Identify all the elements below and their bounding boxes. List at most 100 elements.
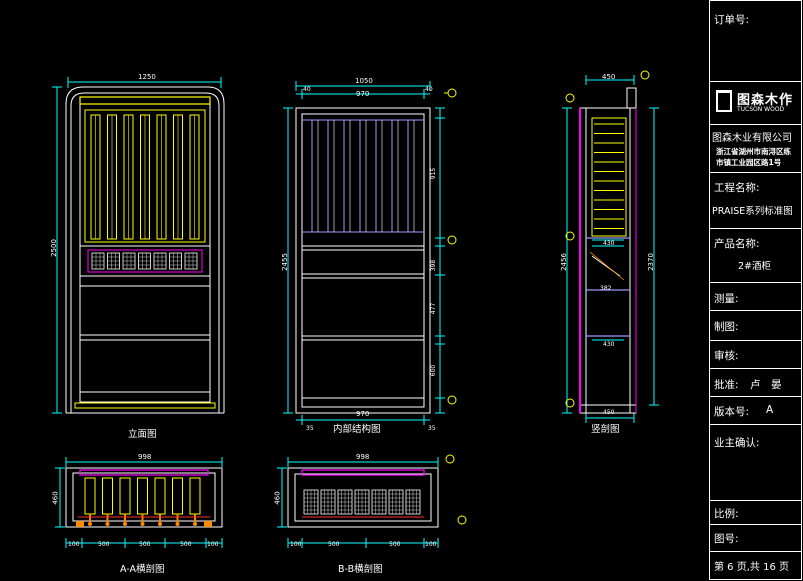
page-info: 第 6 页,共 16 页 xyxy=(714,562,789,573)
elevation-view xyxy=(52,77,225,414)
elevation-dimensions xyxy=(52,77,222,414)
aa-section-view xyxy=(55,457,223,548)
bb-lattice-panel xyxy=(354,489,370,515)
dim-int-side-r: 40 xyxy=(425,86,433,93)
aa-view-label: A-A横剖图 xyxy=(120,564,165,575)
internal-dimensions xyxy=(283,81,445,425)
dim-aa-b2: 500 xyxy=(98,541,110,548)
dim-bb-b4: 100 xyxy=(425,541,437,548)
scale-label: 比例: xyxy=(714,508,739,520)
elevation-rack-frame xyxy=(84,109,206,243)
dim-aa-height: 460 xyxy=(51,491,60,505)
dim-aa-b5: 100 xyxy=(207,541,219,548)
dim-bb-b2: 500 xyxy=(328,541,340,548)
logo-cn-text: 图森木作 xyxy=(737,93,794,108)
vertical-section-view xyxy=(562,70,659,423)
aa-bottle-slot xyxy=(119,477,131,526)
dim-sec-width: 450 xyxy=(602,73,616,81)
aa-bottle-slot xyxy=(102,477,113,526)
bb-lattice-panel xyxy=(388,489,404,515)
project-label: 工程名称: xyxy=(714,182,760,194)
dim-aa-b1: 100 xyxy=(68,541,80,548)
dim-sec-height-l: 2456 xyxy=(559,253,568,271)
aa-bottle-slot xyxy=(189,477,201,526)
dim-int-bottom-l: 35 xyxy=(306,425,314,432)
dim-sec-height-r: 2370 xyxy=(646,253,655,271)
internal-callouts xyxy=(444,88,457,405)
company-address: 浙江省湖州市南浔区练市镇工业园区路1号 xyxy=(716,147,791,167)
aa-bottle-cap xyxy=(105,522,110,526)
elevation-view-label: 立面图 xyxy=(128,429,157,440)
elevation-drawer-cell xyxy=(153,252,167,270)
dim-bb-b3: 500 xyxy=(389,541,401,548)
dim-aa-b4: 500 xyxy=(180,541,192,548)
logo-en-text: TUCSON WOOD xyxy=(737,106,785,113)
aa-dimensions xyxy=(55,457,223,548)
bb-dimensions xyxy=(277,457,439,548)
bb-lattice-panel xyxy=(405,489,421,515)
dim-int-bottom-r: 35 xyxy=(428,425,436,432)
aa-bottle-slot xyxy=(172,477,183,526)
elevation-drawer-cell xyxy=(138,252,151,270)
dim-sec-bottom: 450 xyxy=(603,409,615,416)
section-dimensions xyxy=(562,75,659,423)
aa-bottle-cap xyxy=(123,522,127,526)
aa-bottle-slot xyxy=(84,477,96,526)
section-cabinet xyxy=(579,87,637,414)
company-logo: 图森木作 TUCSON WOOD xyxy=(716,89,796,119)
dim-int-inner: 970 xyxy=(356,90,370,98)
drawing-no-label: 图号: xyxy=(714,533,739,545)
company-name: 图森木业有限公司 xyxy=(712,133,792,144)
elevation-drawer-cell xyxy=(107,252,120,270)
elevation-drawer-cell xyxy=(91,252,105,270)
dim-sec-shelf-3: 382 xyxy=(600,285,612,292)
dim-sec-shelf-1: 430 xyxy=(603,240,615,247)
bb-lattice-panel xyxy=(320,489,336,515)
dim-bb-width: 998 xyxy=(356,453,370,461)
elevation-drawer-cell xyxy=(169,252,182,270)
dim-elev-width: 1250 xyxy=(138,73,156,81)
aa-bottle-cap xyxy=(88,522,92,526)
dim-int-seg-600: 600 xyxy=(430,364,438,377)
aa-bottle-outline xyxy=(172,477,183,515)
dim-int-overall: 1050 xyxy=(355,77,373,85)
aa-bottle-outline xyxy=(189,477,201,515)
measure-label: 测量: xyxy=(714,293,739,305)
approve-label: 批准: xyxy=(714,379,739,391)
bb-drawer-lattice xyxy=(302,489,424,518)
aa-bottle-slot xyxy=(154,477,166,526)
internal-view-label: 内部结构图 xyxy=(333,424,381,435)
order-no-label: 订单号: xyxy=(714,14,750,26)
version-label: 版本号: xyxy=(714,406,750,418)
dim-bb-height: 460 xyxy=(273,491,282,505)
elevation-drawer-frame xyxy=(87,249,203,273)
bb-lattice-panel xyxy=(371,489,387,515)
dim-elev-height: 2500 xyxy=(49,239,58,257)
product-value: 2#酒柜 xyxy=(738,261,772,272)
section-wine-rack-slats xyxy=(594,123,624,229)
product-label: 产品名称: xyxy=(714,238,760,250)
logo-mark-icon xyxy=(716,90,732,112)
internal-structure-view xyxy=(283,81,457,425)
dim-int-bottom-inner: 970 xyxy=(356,410,370,418)
aa-bottle-cap xyxy=(158,522,162,526)
dim-bb-b1: 100 xyxy=(290,541,302,548)
bb-lattice-panel xyxy=(337,489,353,515)
internal-cabinet xyxy=(295,107,431,414)
dim-int-seg-477: 477 xyxy=(430,302,438,315)
dim-int-height: 2455 xyxy=(280,253,289,271)
draw-label: 制图: xyxy=(714,321,739,333)
bb-section-view xyxy=(277,454,467,548)
elevation-wine-racks xyxy=(84,109,206,243)
version-value: A xyxy=(766,404,774,416)
aa-bottle-outline xyxy=(119,477,131,515)
dim-aa-width: 998 xyxy=(138,453,152,461)
dim-int-seg-915: 915 xyxy=(430,167,438,180)
elevation-drawer-cell xyxy=(122,252,136,270)
internal-wine-racks xyxy=(302,119,424,233)
elevation-drawer-lattice xyxy=(87,249,203,273)
aa-bottle-outline xyxy=(137,477,148,515)
section-shelves xyxy=(586,237,630,337)
aa-bottle-cap xyxy=(193,522,197,526)
